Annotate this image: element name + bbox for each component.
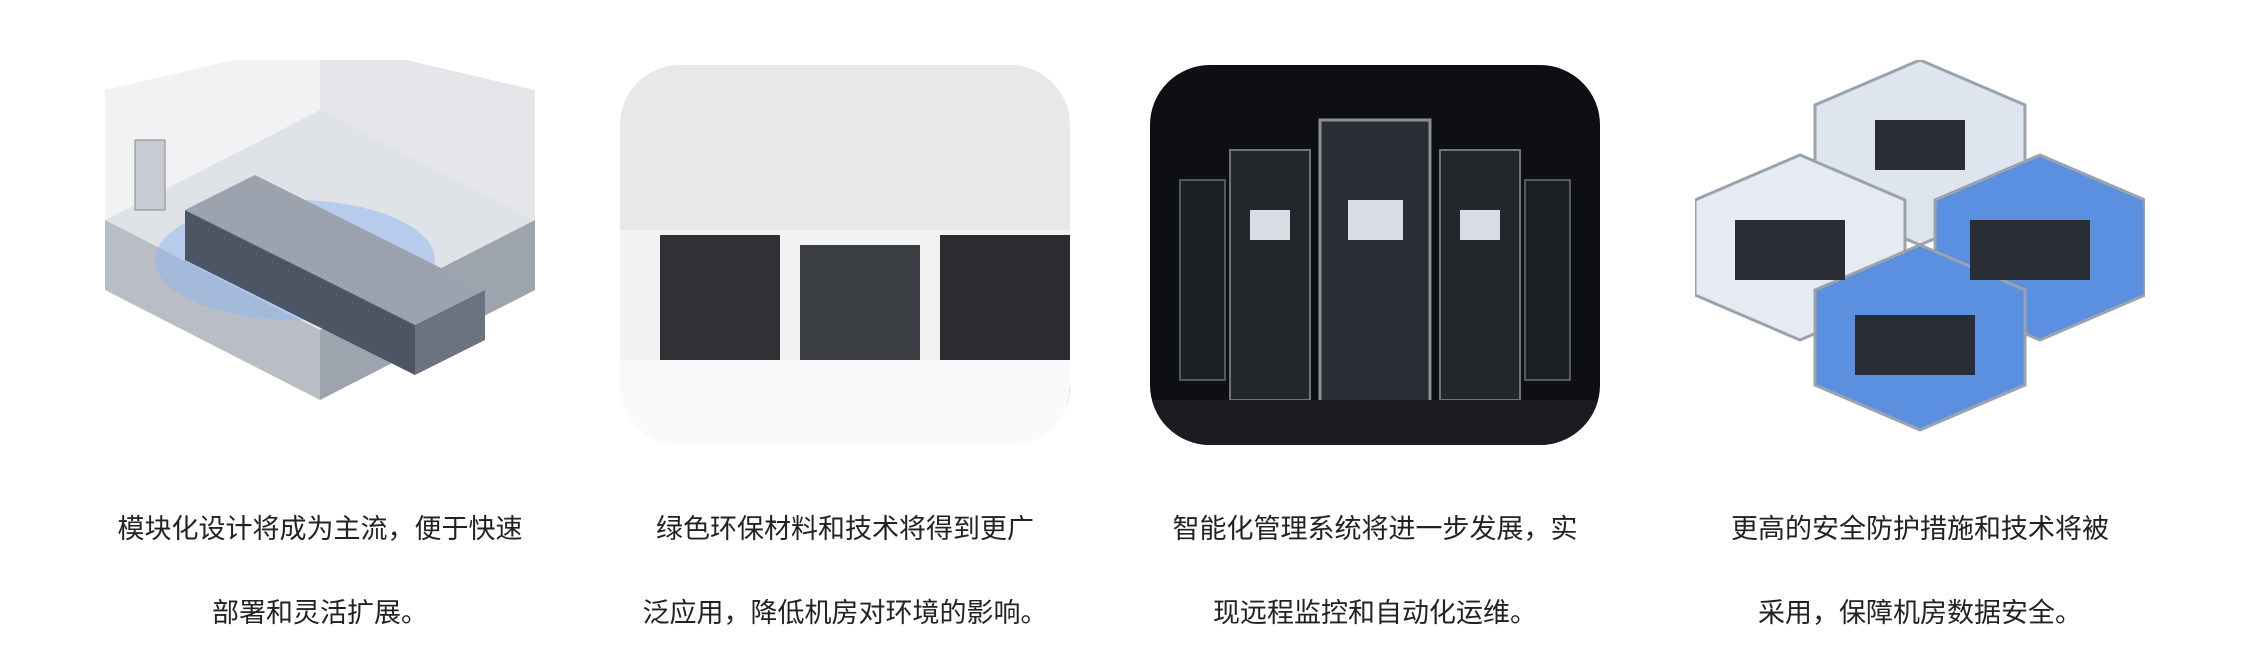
caption-line-1: 智能化管理系统将进一步发展，实: [1172, 514, 1578, 545]
caption-line-1: 模块化设计将成为主流，便于快速: [117, 514, 523, 545]
feature-caption-modular: 模块化设计将成为主流，便于快速 部署和灵活扩展。: [60, 488, 580, 656]
feature-caption-intelligent: 智能化管理系统将进一步发展，实 现远程监控和自动化运维。: [1115, 488, 1635, 656]
feature-card-modular: 模块化设计将成为主流，便于快速 部署和灵活扩展。: [90, 60, 550, 629]
green-server-room-photo: [620, 60, 1070, 450]
caption-line-1: 绿色环保材料和技术将得到更广: [656, 514, 1034, 545]
caption-line-2: 部署和灵活扩展。: [212, 598, 428, 629]
dark-server-racks-photo: [1150, 60, 1600, 450]
feature-caption-security: 更高的安全防护措施和技术将被 采用，保障机房数据安全。: [1660, 488, 2180, 656]
caption-line-2: 现远程监控和自动化运维。: [1213, 598, 1537, 629]
caption-line-2: 泛应用，降低机房对环境的影响。: [642, 598, 1048, 629]
security-hex-rooms-illustration: [1695, 60, 2145, 450]
caption-line-2: 采用，保障机房数据安全。: [1758, 598, 2082, 629]
feature-card-security: 更高的安全防护措施和技术将被 采用，保障机房数据安全。: [1690, 60, 2150, 629]
feature-card-intelligent: 智能化管理系统将进一步发展，实 现远程监控和自动化运维。: [1145, 60, 1605, 629]
feature-card-green: 绿色环保材料和技术将得到更广 泛应用，降低机房对环境的影响。: [615, 60, 1075, 629]
modular-room-illustration: [95, 60, 545, 450]
feature-caption-green: 绿色环保材料和技术将得到更广 泛应用，降低机房对环境的影响。: [585, 488, 1105, 656]
caption-line-1: 更高的安全防护措施和技术将被: [1731, 514, 2109, 545]
